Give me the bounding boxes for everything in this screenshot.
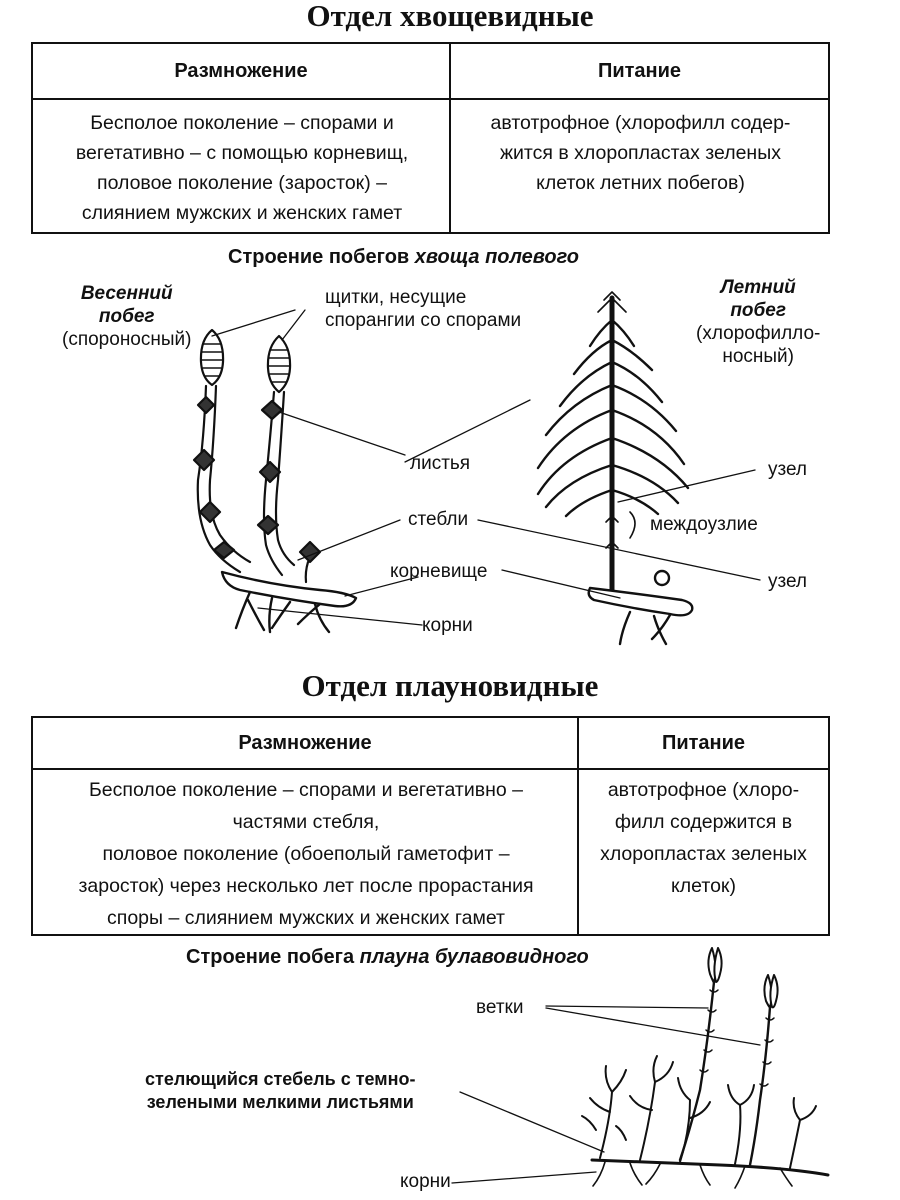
internode-label: междоузлие [650,514,758,535]
text-line: Бесполое поколение – спорами и вегетатив… [89,779,523,801]
spring-shoot-left [192,328,252,574]
text-line: филл содержится в [614,811,793,833]
text-line: частями стебля, [232,811,380,833]
clubmoss-table: Размножение Питание Бесполое поколение –… [31,716,830,936]
text-line: половое поколение (заросток) – [97,172,387,194]
horsetail-rhizome [220,570,358,634]
clubmoss-title: Отдел плауновидные [301,668,599,703]
spring-shoot-label: Весенний побег (спороносный) [62,282,191,351]
leader-lines [451,1005,761,1184]
scales-label: щитки, несущие спорангии со спорами [325,286,521,332]
label-line: (хлорофилло- [696,323,821,344]
clubmoss-plant [581,947,830,1189]
clubmoss-figure-title: Строение побега плауна булавовидного [186,946,589,969]
label-line: щитки, несущие [325,287,467,308]
roots-label: корни [422,615,473,636]
text-line: клеток летних побегов) [536,172,745,194]
horsetail-table: Размножение Питание Бесполое поколение –… [31,42,830,234]
label-line: носный) [722,346,794,367]
label-line: стелющийся стебель с темно- [145,1069,416,1089]
reproduction-cell: Бесполое поколение – спорами и вегетатив… [31,768,579,936]
rhizome-label: корневище [390,561,488,582]
summer-shoot [536,291,694,646]
summer-shoot-label: Летний побег (хлорофилло- носный) [696,276,820,368]
node-bottom-label: узел [768,571,808,592]
column-header-nutrition: Питание [577,716,830,770]
table-row: Бесполое поколение – спорами и вегетатив… [31,768,830,936]
nutrition-cell: автотрофное (хлоро- филл содержится в хл… [577,768,830,936]
figure-title-italic: хвоща полевого [414,246,579,268]
table-header-row: Размножение Питание [31,716,830,770]
label-line: зелеными мелкими листьями [146,1092,414,1112]
figure-title-plain: Строение побега [186,946,360,968]
label-line: Летний [720,277,796,298]
nutrition-cell: автотрофное (хлорофилл содер- жится в хл… [449,98,830,234]
figure-title-plain: Строение побегов [228,246,415,268]
column-header-reproduction: Размножение [31,716,579,770]
text-line: слиянием мужских и женских гамет [81,202,403,224]
label-line: побег [730,300,787,321]
text-line: клеток) [671,875,736,897]
label-line: побег [98,306,155,327]
clubmoss-roots-label: корни [400,1171,451,1192]
leader-lines [211,309,761,626]
text-line: заросток) через несколько лет после прор… [78,875,534,897]
horsetail-figure-title: Строение побегов хвоща полевого [228,246,579,269]
label-line: спорангии со спорами [325,310,522,331]
horsetail-title: Отдел хвощевидные [306,0,594,33]
label-line: (спороносный) [62,329,192,350]
text-line: автотрофное (хлоро- [607,779,800,801]
text-line: половое поколение (обоеполый гаметофит – [102,843,510,865]
text-line: хлоропластах зеленых [600,843,807,865]
table-header-row: Размножение Питание [31,42,830,100]
table-row: Бесполое поколение – спорами и вегетатив… [31,98,830,234]
figure-title-italic: плауна булавовидного [359,946,589,968]
reproduction-cell: Бесполое поколение – спорами и вегетатив… [31,98,451,234]
text-line: споры – слиянием мужских и женских гамет [107,907,505,929]
label-line: Весенний [80,283,173,304]
leaves-label: листья [410,453,471,474]
column-header-reproduction: Размножение [31,42,451,100]
node-top-label: узел [768,459,808,480]
text-line: Бесполое поколение – спорами и [90,112,394,134]
branches-label: ветки [476,997,524,1018]
text-line: автотрофное (хлорофилл содер- [490,112,791,134]
text-line: вегетативно – с помощью корневищ, [75,142,409,164]
stems-label: стебли [408,509,469,530]
spring-shoot-right [256,334,322,584]
column-header-nutrition: Питание [449,42,830,100]
creeping-stem-label: стелющийся стебель с темно- зелеными мел… [145,1068,415,1114]
text-line: жится в хлоропластах зеленых [500,142,781,164]
